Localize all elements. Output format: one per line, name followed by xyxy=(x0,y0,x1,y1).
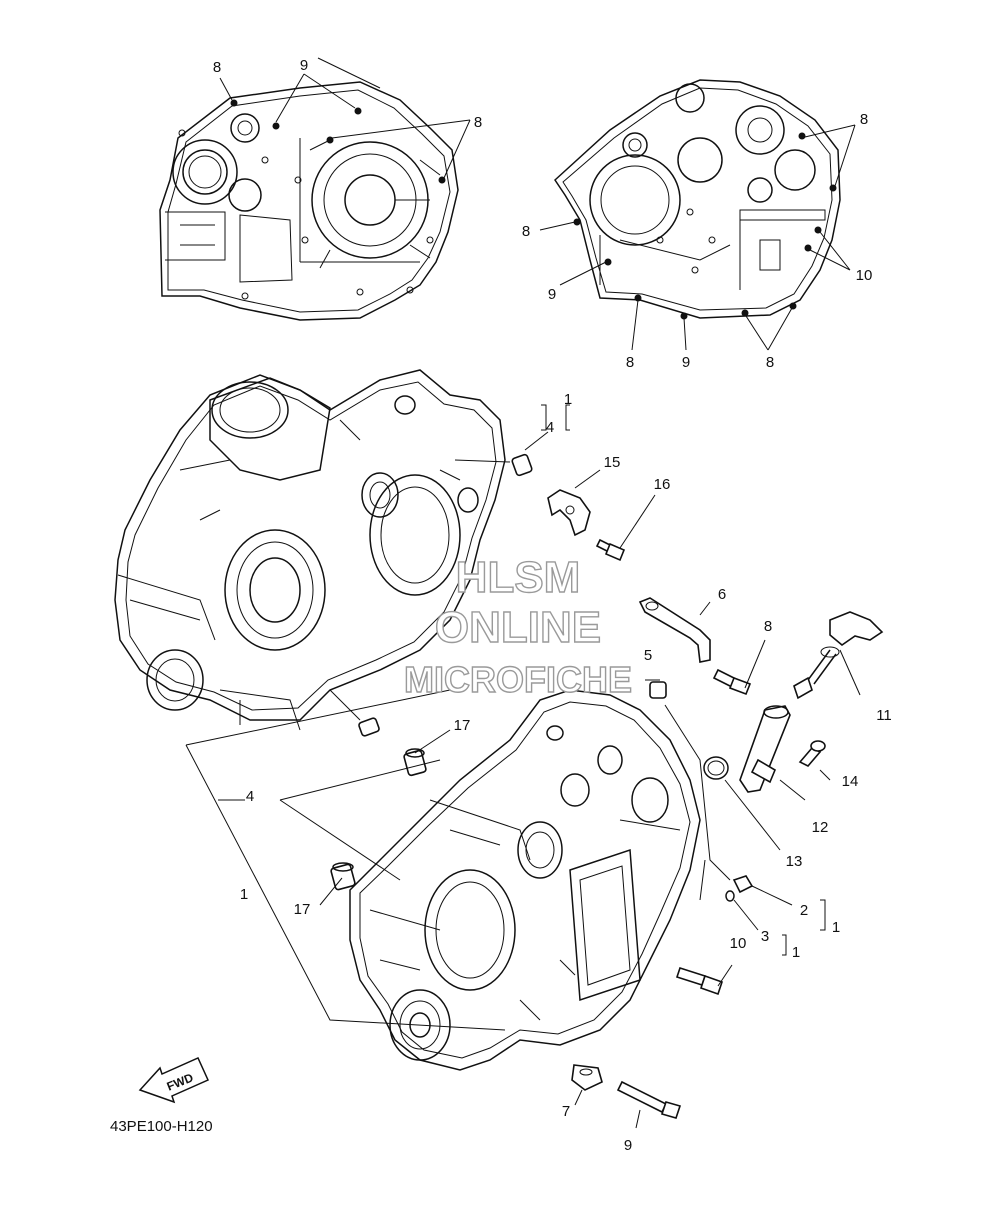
callout-labels: 8 9 8 8 8 9 10 8 9 8 1 4 15 16 6 8 5 11 … xyxy=(213,57,892,1154)
callout-9: 9 xyxy=(548,286,556,303)
callout-10: 10 xyxy=(856,267,873,284)
watermark-line-2: ONLINE xyxy=(435,603,601,652)
callout-8: 8 xyxy=(860,111,868,128)
callout-2: 2 xyxy=(800,902,808,919)
watermark-line-3: MICROFICHE xyxy=(404,659,632,700)
callout-13: 13 xyxy=(786,853,803,870)
diagram-code: 43PE100-H120 xyxy=(110,1118,213,1135)
callout-12: 12 xyxy=(812,819,829,836)
callout-14: 14 xyxy=(842,773,859,790)
callout-8: 8 xyxy=(764,618,772,635)
callout-6: 6 xyxy=(718,586,726,603)
callout-8: 8 xyxy=(474,114,482,131)
callout-4: 4 xyxy=(246,788,254,805)
left-crankcase-half xyxy=(114,369,533,737)
callout-9: 9 xyxy=(624,1137,632,1154)
callout-8: 8 xyxy=(766,354,774,371)
right-crankcase-half xyxy=(330,681,701,1071)
top-right-crankcase-face xyxy=(539,79,856,351)
callout-1: 1 xyxy=(792,944,800,961)
callout-9: 9 xyxy=(300,57,308,74)
callout-1: 1 xyxy=(832,919,840,936)
fwd-arrow-icon: FWD xyxy=(138,1057,209,1104)
callout-8: 8 xyxy=(626,354,634,371)
watermark-line-1: HLSM xyxy=(456,553,581,602)
callout-4: 4 xyxy=(546,419,554,436)
callout-1: 1 xyxy=(564,391,572,408)
callout-17: 17 xyxy=(294,901,311,918)
bolt-holes xyxy=(178,99,446,300)
fwd-label: FWD xyxy=(165,1070,196,1093)
small-parts xyxy=(547,489,884,1119)
callout-7: 7 xyxy=(562,1103,570,1120)
callout-8: 8 xyxy=(522,223,530,240)
callout-3: 3 xyxy=(761,928,769,945)
callout-17: 17 xyxy=(454,717,471,734)
callout-5: 5 xyxy=(644,647,652,664)
callout-16: 16 xyxy=(654,476,671,493)
callout-10: 10 xyxy=(730,935,747,952)
bolt-holes xyxy=(573,132,837,320)
grouping-lines xyxy=(185,404,861,1129)
callout-11: 11 xyxy=(876,707,892,724)
callout-8: 8 xyxy=(213,59,221,76)
top-left-crankcase-face xyxy=(159,57,471,321)
callout-9: 9 xyxy=(682,354,690,371)
callout-15: 15 xyxy=(604,454,621,471)
watermark: HLSM ONLINE MICROFICHE xyxy=(403,552,632,700)
callout-1: 1 xyxy=(240,886,248,903)
